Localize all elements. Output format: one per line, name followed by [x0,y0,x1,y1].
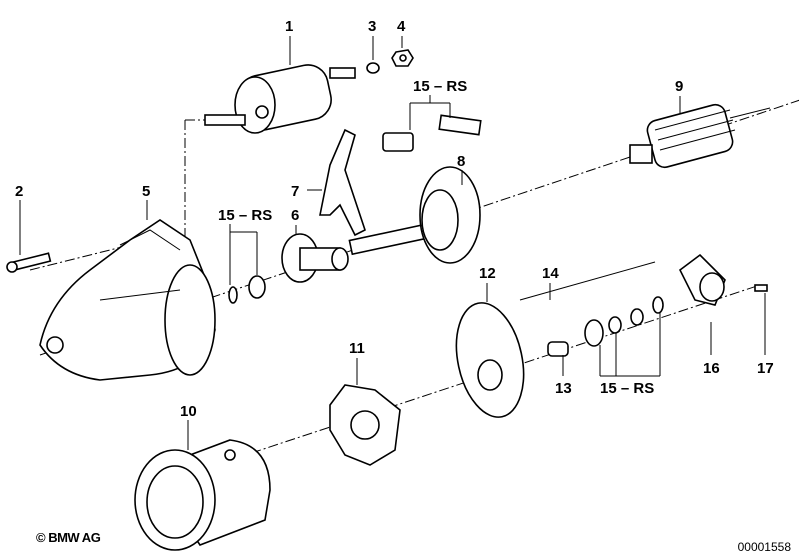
part-12-end-cap[interactable] [447,297,534,424]
part-15-rs-brush-set-top[interactable] [382,114,482,152]
callout-7: 7 [291,183,299,200]
callout-12: 12 [479,265,496,282]
part-16-cover-plate[interactable] [678,253,726,306]
callout-15-rs-right: 15 – RS [600,380,654,397]
part-13-bushing[interactable] [547,341,569,357]
part-3-washer[interactable] [366,62,380,74]
copyright-notice: © BMW AG [36,530,101,545]
part-11-brush-plate[interactable] [329,384,401,466]
part-4-nut[interactable] [391,49,414,67]
callout-13: 13 [555,380,572,397]
callout-2: 2 [15,183,23,200]
document-number: 00001558 [737,540,791,554]
bolt-axis-line [29,234,171,271]
part-2-bolt[interactable] [6,252,52,273]
callout-10: 10 [180,403,197,420]
part-14-through-bolt[interactable] [519,261,656,301]
callout-3: 3 [368,18,376,35]
callout-5: 5 [142,183,150,200]
part-15-rs-ring-set-left[interactable] [228,275,266,304]
callout-14: 14 [542,265,559,282]
callout-17: 17 [757,360,774,377]
callout-15-rs-left: 15 – RS [218,207,272,224]
part-9-armature[interactable] [629,102,771,169]
callout-8: 8 [457,153,465,170]
callout-6: 6 [291,207,299,224]
part-6-pinion-drive[interactable] [281,233,349,283]
part-1-solenoid[interactable] [204,61,356,134]
callout-1: 1 [285,18,293,35]
callout-9: 9 [675,78,683,95]
callout-15-rs-top: 15 – RS [413,78,467,95]
part-10-field-housing[interactable] [134,439,271,551]
callout-11: 11 [349,340,365,357]
part-7-shift-fork[interactable] [319,128,366,237]
part-8-drive-end-shield[interactable] [348,166,481,264]
leader-lines [19,36,766,450]
part-15-rs-washer-set-right[interactable] [584,296,664,347]
callout-4: 4 [397,18,406,35]
part-17-screw[interactable] [754,284,768,292]
part-5-housing[interactable] [39,219,216,381]
callout-16: 16 [703,360,720,377]
